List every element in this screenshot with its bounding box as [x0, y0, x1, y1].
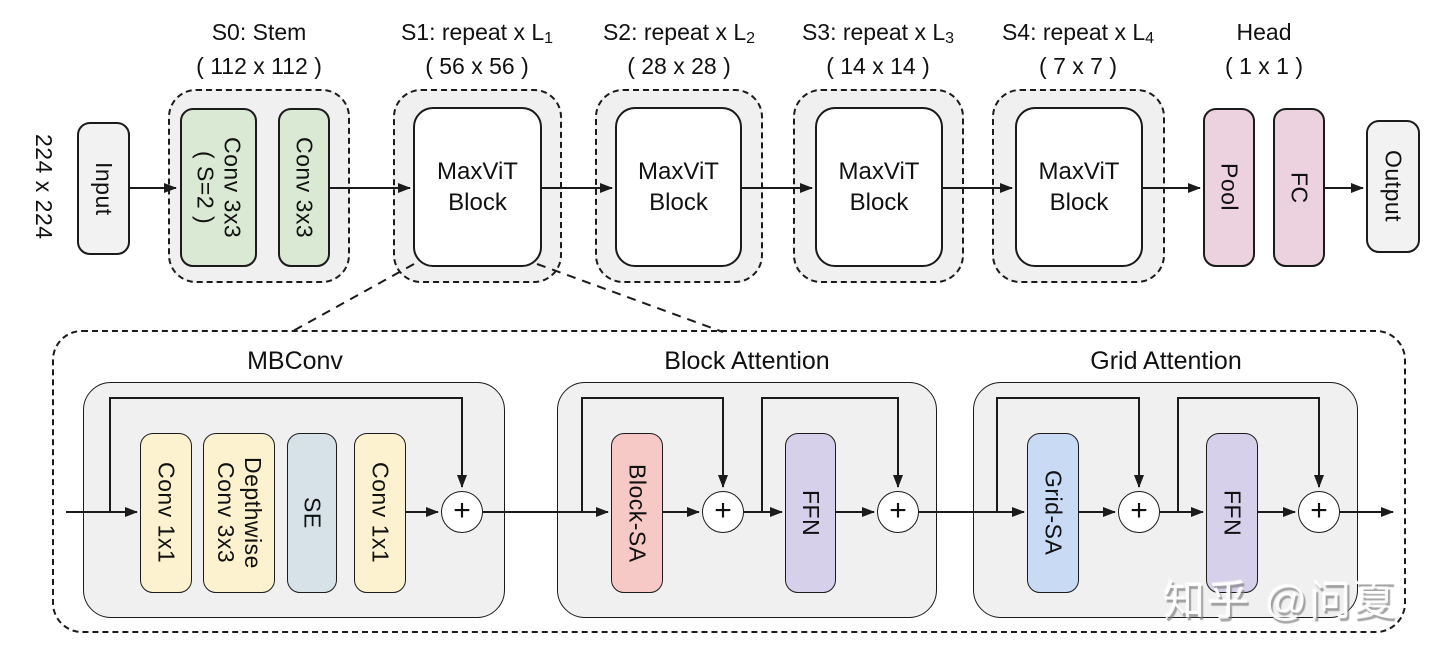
stage-resolution: ( 1 x 1 ): [1225, 53, 1303, 79]
stage-heading-head: Head ( 1 x 1 ): [1154, 17, 1374, 82]
mbconv-conv-in-label: Conv 1x1: [153, 462, 180, 564]
zhihu-watermark: 知乎 @问夏: [1163, 577, 1398, 624]
grid-attention-title: Grid Attention: [1090, 347, 1242, 375]
skip-connections: [109, 397, 1324, 512]
maxvit-block-label: MaxViT Block: [1038, 158, 1120, 216]
stem-conv1-box: Conv 3x3 ( S=2 ): [180, 108, 257, 267]
maxvit-block-s2: MaxViT Block: [615, 107, 742, 267]
maxvit-block-detail-container: [52, 330, 1406, 633]
mbconv-conv-in-box: Conv 1x1: [140, 433, 192, 593]
block-attention-ffn-label: FFN: [798, 489, 825, 537]
stage-heading-s1: S1: repeat x L1 ( 56 x 56 ): [367, 17, 587, 82]
mbconv-depthwise-box: Depthwise Conv 3x3: [203, 433, 275, 593]
mbconv-sum-circle: +: [441, 491, 483, 533]
stage-title: S3: repeat x L3: [801, 19, 955, 47]
maxvit-block-label: MaxViT Block: [638, 158, 719, 216]
stage-resolution: ( 56 x 56 ): [425, 53, 529, 79]
grid-attention-ffn-box: FFN: [1206, 433, 1258, 593]
output-box: Output: [1366, 120, 1420, 253]
stage-title: S1: repeat x L1: [400, 19, 554, 47]
grid-attention-ffn-label: FFN: [1219, 489, 1246, 537]
grid-attention-sum-circle-2: +: [1298, 491, 1340, 533]
stage-heading-s3: S3: repeat x L3 ( 14 x 14 ): [768, 17, 988, 82]
block-sa-label: Block-SA: [624, 463, 651, 563]
stem-conv2-label: Conv 3x3: [291, 136, 318, 239]
grid-sa-box: Grid-SA: [1027, 433, 1079, 593]
block-attention-sum-circle-1: +: [702, 491, 744, 533]
input-box: Input: [77, 122, 130, 255]
pool-box: Pool: [1203, 108, 1255, 267]
block-sa-box: Block-SA: [611, 433, 663, 593]
stage-title: S0: Stem: [211, 19, 307, 45]
maxvit-block-label: MaxViT Block: [838, 158, 920, 216]
pool-label: Pool: [1216, 163, 1243, 212]
stem-conv2-box: Conv 3x3: [278, 108, 330, 267]
mbconv-conv-out-box: Conv 1x1: [354, 433, 406, 593]
input-size-label: 224 x 224: [31, 134, 58, 240]
stage-heading-s0: S0: Stem ( 112 x 112 ): [149, 17, 369, 82]
grid-sa-label: Grid-SA: [1040, 470, 1067, 556]
mbconv-conv-out-label: Conv 1x1: [367, 462, 394, 564]
fc-box: FC: [1273, 108, 1325, 267]
mbconv-depthwise-label: Depthwise Conv 3x3: [213, 457, 267, 569]
zoom-indicator-lines: [292, 263, 724, 333]
maxvit-block-s1: MaxViT Block: [413, 107, 542, 267]
block-attention-ffn-box: FFN: [785, 433, 836, 593]
stage-resolution: ( 14 x 14 ): [826, 53, 930, 79]
stage-heading-s2: S2: repeat x L2 ( 28 x 28 ): [569, 17, 789, 82]
mbconv-title: MBConv: [247, 347, 343, 375]
stage-title: S2: repeat x L2: [602, 19, 756, 47]
stage-title: Head: [1236, 19, 1292, 45]
maxvit-block-s4: MaxViT Block: [1015, 107, 1143, 267]
stage-title: S4: repeat x L4: [1001, 19, 1155, 47]
fc-label: FC: [1286, 171, 1313, 204]
stage-heading-s4: S4: repeat x L4 ( 7 x 7 ): [968, 17, 1188, 82]
stage-resolution: ( 112 x 112 ): [196, 53, 322, 79]
block-attention-sum-circle-2: +: [877, 491, 919, 533]
output-box-label: Output: [1380, 150, 1407, 223]
maxvit-block-label: MaxViT Block: [437, 158, 518, 216]
block-attention-title: Block Attention: [664, 347, 830, 375]
stage-resolution: ( 7 x 7 ): [1039, 53, 1117, 79]
input-box-label: Input: [91, 161, 118, 216]
grid-attention-sum-circle-1: +: [1118, 491, 1160, 533]
mbconv-se-box: SE: [287, 433, 337, 593]
stem-conv1-label: Conv 3x3 ( S=2 ): [192, 136, 246, 239]
maxvit-block-s3: MaxViT Block: [815, 107, 943, 267]
stage-resolution: ( 28 x 28 ): [627, 53, 731, 79]
mbconv-se-label: SE: [299, 497, 326, 529]
